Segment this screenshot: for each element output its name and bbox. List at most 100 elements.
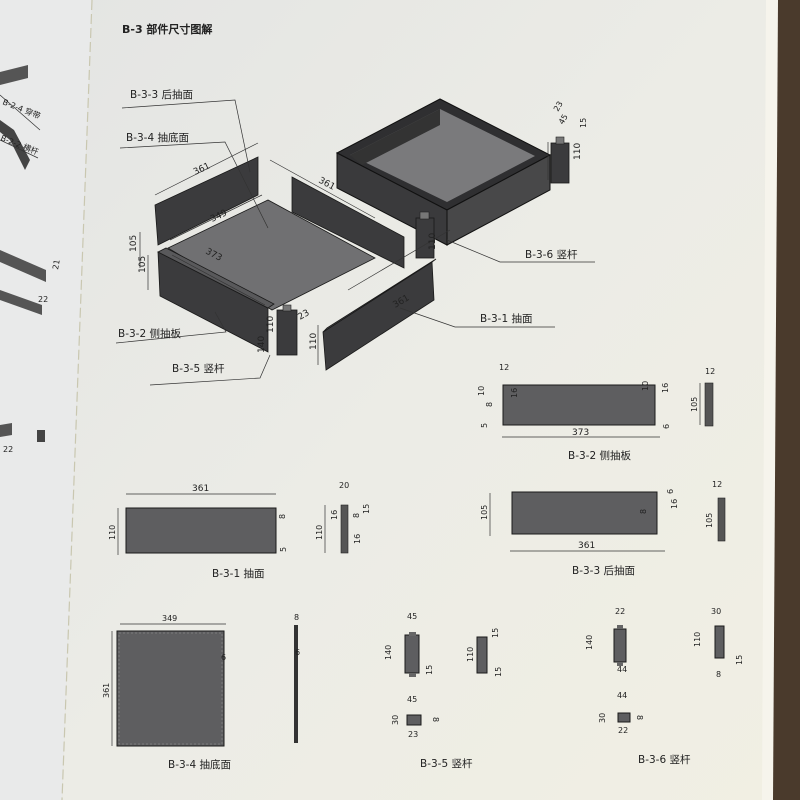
left-page-part-drawing: [0, 120, 30, 170]
dim-label: 140: [384, 645, 393, 660]
side-board-elevation: [502, 384, 656, 426]
callout-b333: B-3-3 后抽面: [130, 88, 193, 101]
bottom-board-plan: [116, 630, 225, 747]
dim-label: 15: [425, 665, 434, 675]
dim-label: 110: [466, 647, 475, 662]
dim-label: 12: [705, 367, 715, 376]
iso-dim: 23: [297, 308, 312, 322]
iso-dim: 110: [428, 233, 438, 250]
view-b335: 45 140 15 15 110 15 45 30 8 23 B-3-5 竖杆: [384, 612, 503, 770]
dim-label: 8: [639, 509, 648, 514]
dim-label: 44: [617, 691, 627, 700]
dim-label: 16: [670, 499, 679, 509]
left-page-dim: 22: [3, 445, 13, 454]
dim-label: 110: [315, 525, 324, 540]
view-caption: B-3-5 竖杆: [420, 757, 473, 770]
view-caption: B-3-3 后抽面: [572, 564, 635, 577]
dim-label: 105: [690, 397, 699, 412]
dim-label: 5: [480, 423, 489, 428]
iso-dim: 105: [138, 256, 148, 273]
iso-dim: 110: [573, 143, 583, 160]
callout-b331: B-3-1 抽面: [480, 312, 532, 325]
dim-label: 373: [572, 428, 589, 438]
dim-label: 30: [598, 713, 607, 723]
dim-label: 16: [330, 510, 339, 520]
side-board-edge-view: [704, 382, 714, 427]
callout-b334: B-3-4 抽底面: [126, 131, 189, 144]
view-caption: B-3-1 抽面: [212, 567, 264, 580]
callout-b332: B-3-2 侧抽板: [118, 327, 181, 340]
dim-label: 8: [635, 715, 644, 720]
side-panel-right: [291, 176, 405, 269]
view-caption: B-3-4 抽底面: [168, 758, 231, 771]
iso-dim: 140: [257, 336, 267, 353]
dim-label: 8: [485, 402, 494, 407]
post-b336-detail: [550, 142, 570, 184]
isometric-exploded-view: 361 361 349 373 105 105 110 140 23 361 1…: [115, 88, 595, 386]
dim-label: 10: [641, 381, 650, 391]
wooden-table-edge: [770, 0, 800, 800]
page-gutter-stitching: [61, 0, 93, 800]
left-page-dim: 21: [51, 259, 62, 271]
dim-label: 6: [662, 424, 671, 429]
dim-label: 140: [585, 635, 594, 650]
back-panel-b333: [154, 156, 259, 246]
dim-label: 8: [278, 514, 287, 519]
dim-label: 15: [494, 667, 503, 677]
dim-label: 12: [712, 480, 722, 489]
dim-label: 5: [279, 547, 288, 552]
iso-dim: 15: [579, 118, 588, 128]
back-panel-elevation: [511, 491, 658, 535]
page-title: B-3 部件尺寸图解: [122, 22, 212, 36]
dim-label: 15: [362, 504, 371, 514]
dim-label: 6: [295, 648, 300, 657]
post-plan: [406, 714, 422, 726]
callout-b335: B-3-5 竖杆: [172, 362, 225, 375]
dim-label: 23: [408, 730, 418, 739]
dim-label: 16: [510, 388, 519, 398]
dim-label: 12: [499, 363, 509, 372]
post-side-elevation: [476, 636, 488, 674]
post-plan: [617, 712, 631, 723]
post-front-elevation: [404, 634, 420, 674]
iso-dim: 105: [129, 235, 139, 252]
view-b332: 12 10 8 16 5 10 16 6 373 12 105 B-3-2 侧抽…: [477, 363, 715, 462]
dim-label: 8: [294, 613, 299, 622]
view-b336: 22 140 44 30 110 15 8 44 30 8 22 B-3-6 竖…: [585, 607, 744, 766]
assembled-drawer-box: [335, 98, 552, 246]
dim-label: 110: [108, 525, 117, 540]
dim-label: 8: [431, 717, 440, 722]
iso-dim: 110: [309, 333, 319, 350]
bottom-board-section: [294, 625, 298, 743]
dim-label: 110: [693, 632, 702, 647]
dim-label: 105: [480, 505, 489, 520]
drawer-front-edge-view: [340, 504, 349, 554]
dim-label: 361: [192, 484, 209, 494]
dim-label: 30: [391, 715, 400, 725]
iso-dim: 45: [557, 113, 570, 126]
dim-label: 30: [711, 607, 721, 616]
dim-label: 10: [477, 386, 486, 396]
dim-label: 45: [407, 612, 417, 621]
view-b331: 361 110 8 5 20 16 8 15 110 16 B-3-1 抽面: [108, 481, 371, 580]
view-b333: 105 361 6 16 8 12 105 B-3-3 后抽面: [480, 480, 726, 577]
dim-label: 105: [705, 513, 714, 528]
dim-label: 8: [716, 670, 721, 679]
dim-label: 8: [352, 513, 361, 518]
back-panel-edge-view: [717, 497, 726, 542]
dim-label: 45: [407, 695, 417, 704]
dim-label: 20: [339, 481, 349, 490]
dim-label: 361: [102, 683, 111, 698]
dim-label: 22: [615, 607, 625, 616]
dim-label: 349: [162, 614, 177, 623]
dim-label: 361: [578, 541, 595, 551]
drawer-front-elevation: [125, 507, 277, 554]
dim-label: 16: [353, 534, 362, 544]
iso-dim: 23: [552, 100, 565, 113]
dim-label: 15: [735, 655, 744, 665]
view-caption: B-3-6 竖杆: [638, 753, 691, 766]
post-b335: [276, 309, 298, 356]
callout-b336: B-3-6 竖杆: [525, 248, 578, 261]
post-side-elevation: [714, 625, 725, 659]
iso-dim: 110: [266, 316, 276, 333]
